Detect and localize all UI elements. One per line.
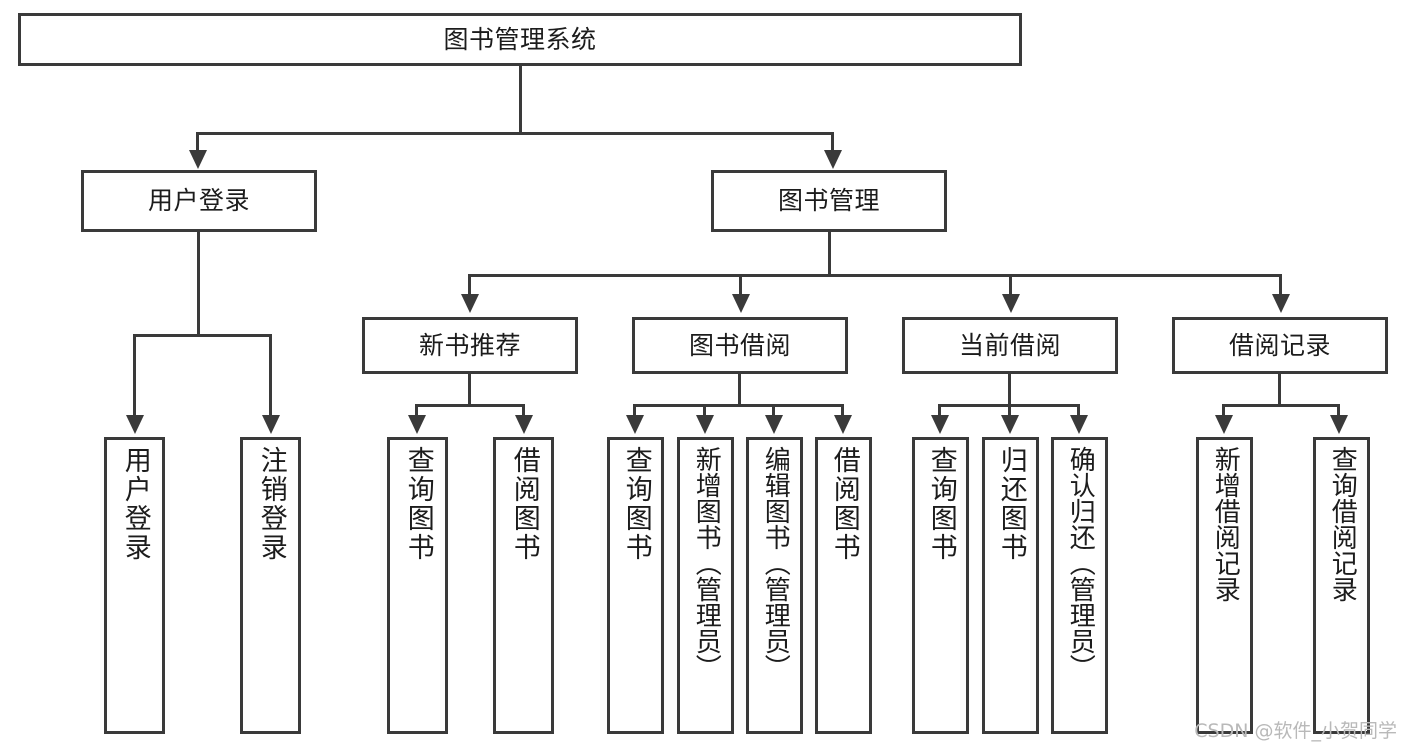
node-label: 查询图书	[402, 446, 434, 562]
arrow-book-borrow-to-leaf-1	[626, 415, 644, 434]
leaf-query-book-borrow[interactable]: 查询图书	[607, 437, 664, 734]
arrow-user-login-to-leaf-1	[126, 415, 144, 434]
node-new-book-recommend[interactable]: 新书推荐	[362, 317, 578, 374]
node-label: 新增借阅记录	[1210, 446, 1241, 602]
arrow-book-mgmt-to-new-book	[461, 294, 479, 313]
leaf-query-borrow-record[interactable]: 查询借阅记录	[1313, 437, 1370, 734]
edge-new-book-stem	[468, 374, 471, 406]
edge-borrow-record-to-leaf-1	[1222, 404, 1225, 419]
leaf-add-borrow-record[interactable]: 新增借阅记录	[1196, 437, 1253, 734]
leaf-query-book-newbook[interactable]: 查询图书	[387, 437, 448, 734]
node-label: 新增图书（管理员）	[691, 446, 722, 680]
edge-user-login-bus	[133, 334, 272, 337]
node-label: 图书管理系统	[443, 24, 597, 54]
arrow-book-borrow-to-leaf-3	[765, 415, 783, 434]
node-label: 图书借阅	[688, 330, 791, 360]
edge-book-borrow-bus	[633, 404, 844, 407]
arrow-book-borrow-to-leaf-2	[696, 415, 714, 434]
node-label: 新书推荐	[418, 330, 521, 360]
node-user-login[interactable]: 用户登录	[81, 170, 317, 232]
leaf-return-book[interactable]: 归还图书	[982, 437, 1039, 734]
node-label: 当前借阅	[958, 330, 1061, 360]
node-current-borrow[interactable]: 当前借阅	[902, 317, 1118, 374]
arrow-current-borrow-to-leaf-1	[931, 415, 949, 434]
edge-current-borrow-to-leaf-2	[1008, 404, 1011, 419]
edge-borrow-record-to-leaf-2	[1337, 404, 1340, 419]
edge-borrow-record-stem	[1278, 374, 1281, 406]
edge-borrow-record-bus	[1222, 404, 1340, 407]
leaf-borrow-book[interactable]: 借阅图书	[815, 437, 872, 734]
node-label: 用户登录	[119, 446, 151, 562]
arrow-book-mgmt-to-borrow-record	[1272, 294, 1290, 313]
node-label: 查询图书	[620, 446, 652, 562]
edge-book-mgmt-stem	[828, 232, 831, 276]
node-root-system[interactable]: 图书管理系统	[18, 13, 1022, 66]
node-book-borrow[interactable]: 图书借阅	[632, 317, 848, 374]
edge-book-borrow-to-leaf-4	[841, 404, 844, 419]
arrow-user-login-to-leaf-2	[262, 415, 280, 434]
edge-user-login-stem	[197, 232, 200, 336]
edge-root-bus	[196, 132, 834, 135]
edge-new-book-bus	[415, 404, 525, 407]
edge-book-borrow-to-leaf-2	[703, 404, 706, 419]
edge-book-mgmt-bus	[468, 274, 1282, 277]
node-book-management[interactable]: 图书管理	[711, 170, 947, 232]
leaf-user-login[interactable]: 用户登录	[104, 437, 165, 734]
node-label: 注销登录	[255, 446, 287, 562]
edge-book-borrow-to-leaf-3	[772, 404, 775, 419]
leaf-borrow-book-newbook[interactable]: 借阅图书	[493, 437, 554, 734]
node-label: 用户登录	[147, 186, 250, 216]
node-label: 归还图书	[995, 446, 1027, 562]
edge-user-login-to-leaf-1	[133, 334, 136, 419]
node-label: 借阅图书	[508, 446, 540, 562]
edge-book-borrow-stem	[738, 374, 741, 406]
node-label: 借阅图书	[828, 446, 860, 562]
leaf-add-book-admin[interactable]: 新增图书（管理员）	[677, 437, 734, 734]
edge-current-borrow-stem	[1008, 374, 1011, 406]
edge-root-stem	[519, 66, 522, 134]
arrow-borrow-record-to-leaf-2	[1330, 415, 1348, 434]
arrow-book-borrow-to-leaf-4	[834, 415, 852, 434]
leaf-confirm-return-admin[interactable]: 确认归还（管理员）	[1051, 437, 1108, 734]
arrow-book-mgmt-to-book-borrow	[732, 294, 750, 313]
node-label: 查询图书	[925, 446, 957, 562]
edge-root-to-book-mgmt	[831, 132, 834, 155]
leaf-query-book-current[interactable]: 查询图书	[912, 437, 969, 734]
node-borrow-record[interactable]: 借阅记录	[1172, 317, 1388, 374]
edge-current-borrow-to-leaf-3	[1077, 404, 1080, 419]
edge-current-borrow-to-leaf-1	[938, 404, 941, 419]
arrow-root-to-book-mgmt	[824, 150, 842, 169]
arrow-borrow-record-to-leaf-1	[1215, 415, 1233, 434]
edge-book-mgmt-to-borrow-record	[1279, 274, 1282, 298]
arrow-new-book-to-leaf-1	[408, 415, 426, 434]
arrow-current-borrow-to-leaf-2	[1001, 415, 1019, 434]
leaf-edit-book-admin[interactable]: 编辑图书（管理员）	[746, 437, 803, 734]
edge-user-login-to-leaf-2	[269, 334, 272, 419]
node-label: 查询借阅记录	[1327, 446, 1358, 602]
edge-new-book-to-leaf-2	[522, 404, 525, 419]
arrow-book-mgmt-to-current-borrow	[1002, 294, 1020, 313]
arrow-new-book-to-leaf-2	[515, 415, 533, 434]
node-label: 确认归还（管理员）	[1065, 446, 1096, 680]
edge-book-borrow-to-leaf-1	[633, 404, 636, 419]
arrow-root-to-user-login	[189, 150, 207, 169]
node-label: 编辑图书（管理员）	[760, 446, 791, 680]
watermark-text: CSDN @软件_小贺同学	[1194, 720, 1397, 742]
leaf-logout[interactable]: 注销登录	[240, 437, 301, 734]
arrow-current-borrow-to-leaf-3	[1070, 415, 1088, 434]
node-label: 借阅记录	[1228, 330, 1331, 360]
edge-root-to-user-login	[196, 132, 199, 155]
edge-book-mgmt-to-current-borrow	[1009, 274, 1012, 298]
edge-book-mgmt-to-new-book	[468, 274, 471, 298]
node-label: 图书管理	[777, 186, 880, 216]
edge-book-mgmt-to-book-borrow	[739, 274, 742, 298]
edge-new-book-to-leaf-1	[415, 404, 418, 419]
